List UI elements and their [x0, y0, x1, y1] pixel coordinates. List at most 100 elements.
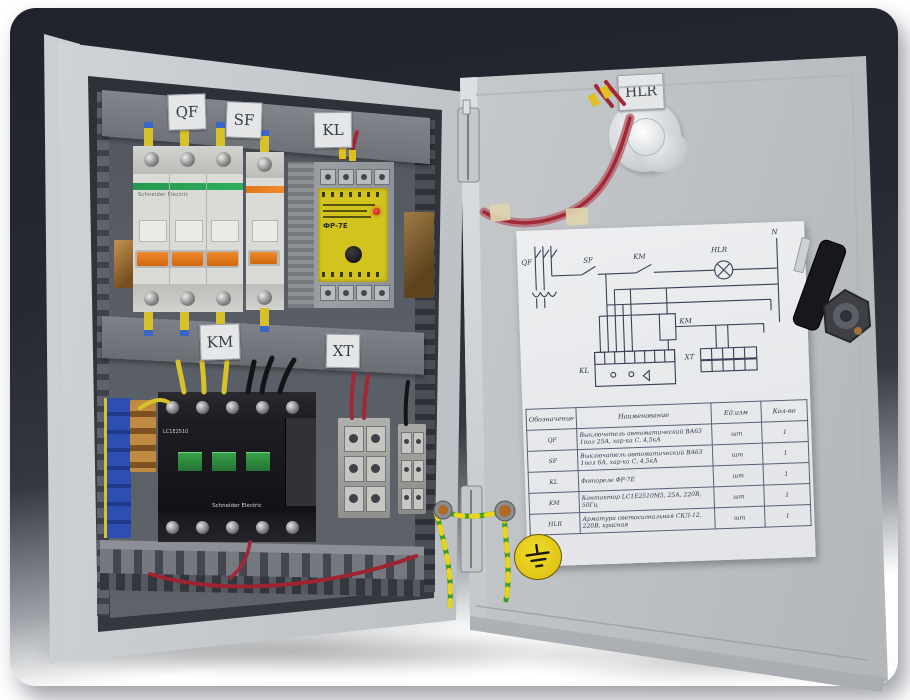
- relay-yellow-face: ФР-7Е: [318, 188, 388, 282]
- cable-duct-bottom: [100, 540, 424, 597]
- cell-qty: 1: [764, 504, 812, 528]
- terminal-screw: [216, 152, 231, 167]
- contactor-contact-indicator: [178, 452, 202, 471]
- terminal-screw: [216, 291, 231, 306]
- din-rail-bracket-right: [404, 212, 434, 298]
- cell-unit: шт: [712, 464, 764, 487]
- sticker-qf: QF: [167, 93, 207, 131]
- relay-terminal-marks: [322, 272, 384, 277]
- schematic-label-kl: KL: [578, 367, 590, 375]
- copper-clamps: [130, 400, 156, 472]
- breaker-window: [211, 220, 239, 242]
- terminal-cell: [344, 486, 364, 512]
- terminal-cell: [366, 486, 386, 512]
- schematic-lines: [531, 238, 781, 388]
- relay-adjust-knob: [345, 246, 362, 263]
- breaker-handle-bar: [135, 250, 239, 268]
- signal-lamp-cap: [627, 118, 665, 156]
- terminal-screw: [166, 401, 179, 414]
- breaker-window: [139, 220, 167, 242]
- wire-ferrule: [144, 312, 153, 336]
- terminal-screw: [226, 521, 239, 534]
- wire-ferrule: [144, 122, 153, 146]
- terminal-screw: [196, 401, 209, 414]
- relay-terminal: [320, 169, 336, 185]
- wire-ferrule: [216, 122, 225, 146]
- relay-print-line: [323, 210, 367, 212]
- terminal-cell: [344, 426, 364, 452]
- contactor-model-label: LC1E2510: [163, 429, 189, 435]
- sticker-hlr: HLR: [617, 72, 665, 112]
- contactor-contact-indicator: [212, 452, 236, 471]
- schematic-label-xt: XT: [684, 353, 696, 361]
- schematic-label-km-coil: KM: [678, 317, 693, 325]
- terminal-screw: [286, 521, 299, 534]
- cell-unit: шт: [711, 443, 764, 466]
- schematic-label-sf: SF: [583, 256, 594, 264]
- terminal-screw: [144, 152, 159, 167]
- wire-ferrule: [260, 308, 269, 332]
- contactor-aux-block: [285, 418, 316, 506]
- cell-ref: QF: [526, 428, 578, 452]
- pole-separator: [206, 174, 207, 284]
- pole-separator: [169, 174, 170, 284]
- relay-print-line: [323, 216, 371, 218]
- relay-terminal: [338, 169, 354, 185]
- terminal-cell: [413, 432, 424, 454]
- col-header-ref: Обозначение: [525, 407, 577, 431]
- breaker-brand-label: Schneider Electric: [138, 192, 189, 198]
- cell-ref: KM: [528, 491, 580, 515]
- contactor-contact-indicator: [246, 452, 270, 471]
- sticker-sf: SF: [225, 101, 263, 139]
- contactor-brand-label: Schneider Electric: [212, 503, 262, 509]
- breaker-window: [252, 220, 278, 242]
- terminal-screw: [257, 157, 272, 172]
- terminal-block-xt-2: [398, 424, 426, 514]
- terminal-screw: [180, 291, 195, 306]
- relay-ribbed-side: [288, 162, 314, 308]
- neutral-bus-terminal: [104, 398, 131, 538]
- wiring-schematic: QF SF KM HLR KM N KL XT: [521, 228, 781, 388]
- relay-terminal: [338, 285, 354, 301]
- terminal-screw: [256, 401, 269, 414]
- door-document: QF SF KM HLR KM N KL XT Обозначение Наим…: [516, 221, 816, 567]
- breaker-body: [246, 178, 284, 284]
- breaker-handle: [250, 252, 277, 264]
- circuit-breaker-qf: Schneider Electric: [133, 122, 243, 336]
- cell-name: Арматура светосигнальная СКЛ-12, 220В, к…: [579, 507, 715, 534]
- wire-ferrule: [260, 130, 269, 154]
- cell-ref: HLR: [529, 512, 581, 536]
- relay-terminal: [374, 169, 390, 185]
- cell-qty: 1: [762, 441, 809, 465]
- breaker-handle: [172, 252, 203, 266]
- breaker-green-stripe: [133, 183, 243, 190]
- terminal-screw: [257, 290, 272, 305]
- terminal-screw: [196, 521, 209, 534]
- terminal-block-xt: [338, 418, 390, 518]
- relay-terminal: [356, 169, 372, 185]
- breaker-window: [175, 220, 203, 242]
- spec-table: Обозначение Наименование Ед.изм Кол-во Q…: [525, 399, 812, 536]
- terminal-screw: [226, 401, 239, 414]
- relay-print-line: [323, 204, 375, 206]
- col-header-qty: Кол-во: [760, 399, 808, 423]
- terminal-screw: [286, 401, 299, 414]
- breaker-handle: [207, 252, 238, 266]
- photo-relay-kl: ФР-7Е: [288, 162, 394, 308]
- terminal-cell: [344, 456, 364, 482]
- schematic-label-km-contact: KM: [632, 253, 647, 261]
- relay-terminal: [320, 285, 336, 301]
- breaker-orange-stripe: [246, 186, 284, 193]
- relay-terminal: [356, 285, 372, 301]
- cell-qty: 1: [763, 483, 811, 507]
- cell-unit: шт: [714, 506, 766, 529]
- schematic-label-qf: QF: [521, 259, 533, 267]
- wire-ferrule: [180, 122, 189, 146]
- earth-symbol-icon: [525, 543, 550, 568]
- circuit-breaker-sf: [246, 130, 284, 332]
- terminal-screw: [256, 521, 269, 534]
- breaker-handle-bar: [248, 250, 280, 266]
- wire-ferrule: [180, 312, 189, 336]
- breaker-handle: [137, 252, 168, 266]
